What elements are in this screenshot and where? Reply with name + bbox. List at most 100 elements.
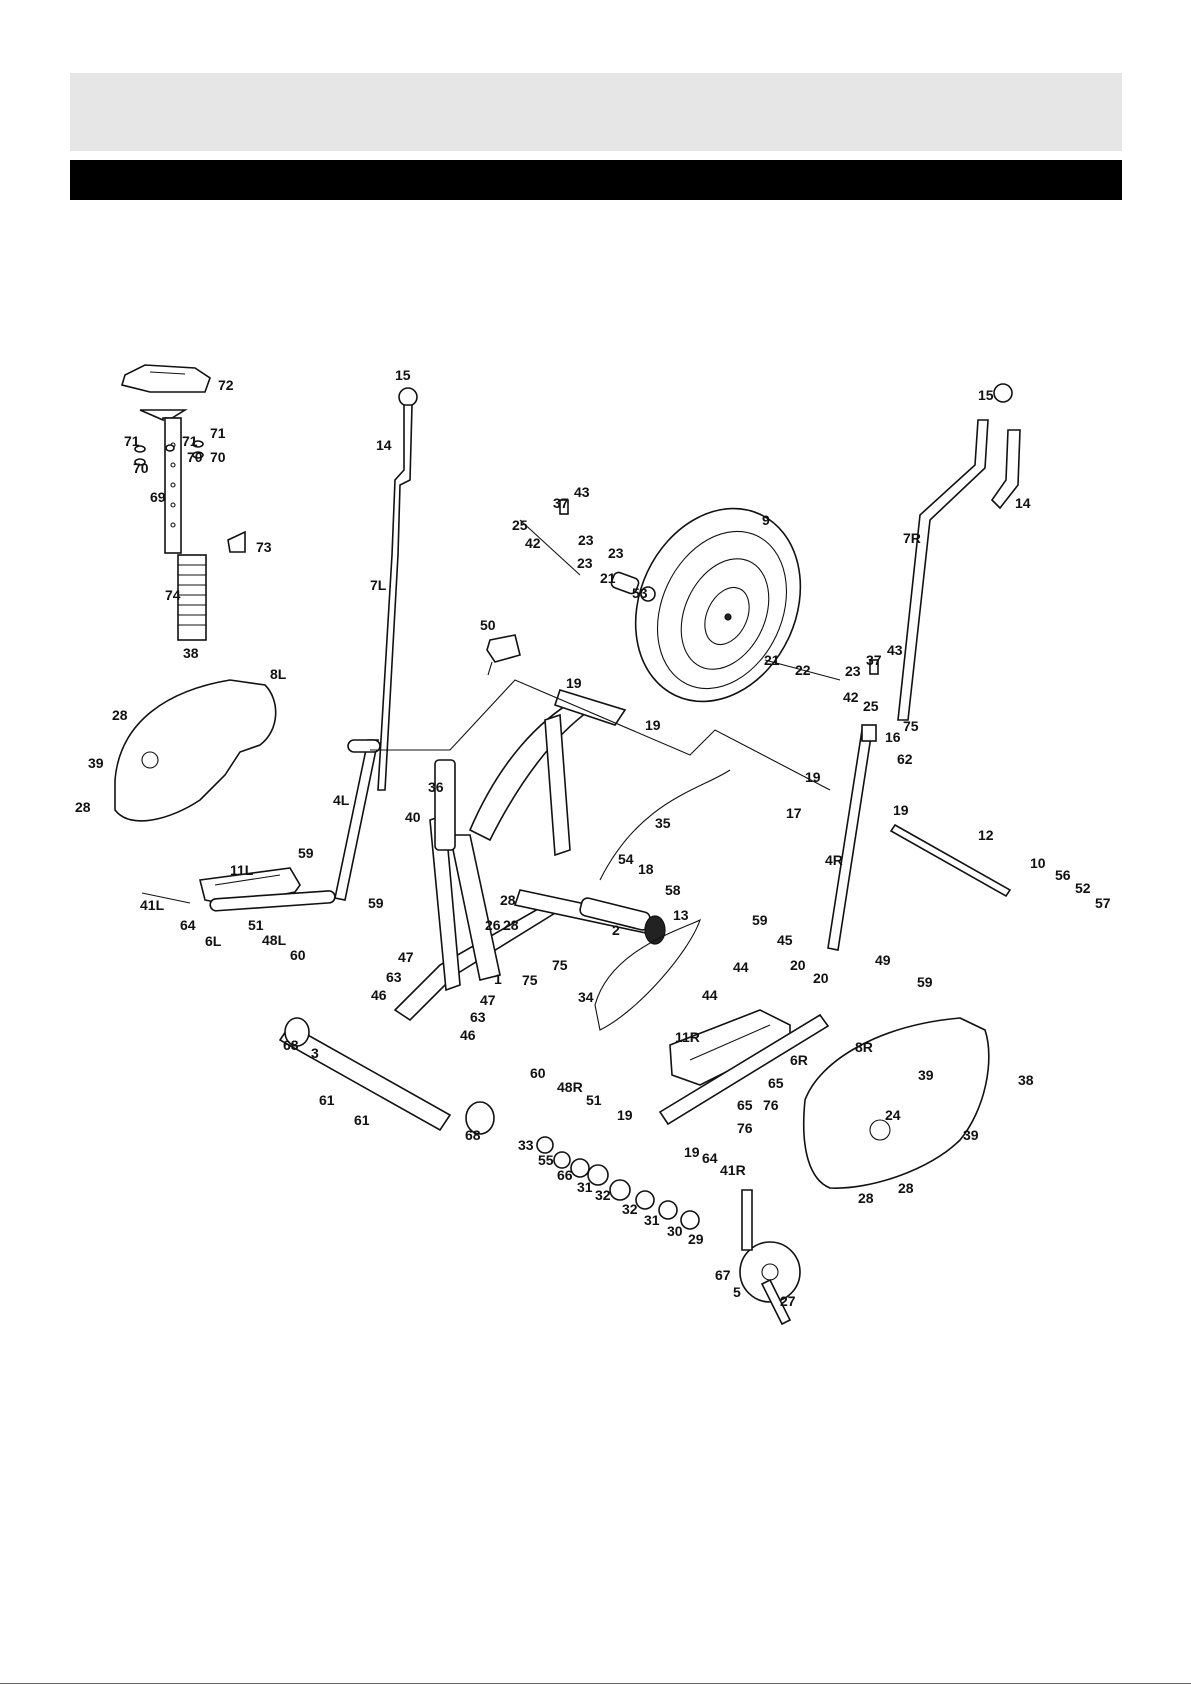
- part-label: 7R: [903, 530, 921, 546]
- part-label: 11L: [230, 862, 254, 878]
- part-label: 59: [298, 845, 314, 861]
- part-label: 39: [963, 1127, 979, 1143]
- part-label: 60: [290, 947, 306, 963]
- part-label: 23: [577, 555, 593, 571]
- part-label: 19: [617, 1107, 633, 1123]
- part-label: 48L: [262, 932, 287, 948]
- part-label: 25: [512, 517, 528, 533]
- part-label: 4L: [333, 792, 350, 808]
- part-label: 32: [595, 1187, 611, 1203]
- part-label: 51: [586, 1092, 602, 1108]
- part-label: 67: [715, 1267, 731, 1283]
- part-label: 72: [218, 377, 234, 393]
- part-label: 6L: [205, 933, 222, 949]
- part-label: 55: [538, 1152, 554, 1168]
- part-label: 51: [248, 917, 264, 933]
- part-label: 23: [578, 532, 594, 548]
- title-bar: [70, 160, 1122, 200]
- part-label: 15: [395, 367, 411, 383]
- part-label: 8R: [855, 1039, 873, 1055]
- part-label: 44: [733, 959, 749, 975]
- part-label: 57: [1095, 895, 1111, 911]
- part-label: 34: [578, 989, 594, 1005]
- part-label: 33: [518, 1137, 534, 1153]
- part-label: 46: [371, 987, 387, 1003]
- part-label: 38: [1018, 1072, 1034, 1088]
- part-label: 73: [256, 539, 272, 555]
- part-label: 43: [574, 484, 590, 500]
- part-label: 61: [319, 1092, 335, 1108]
- part-label: 37: [553, 495, 569, 511]
- part-label: 4R: [825, 852, 843, 868]
- part-label: 37: [866, 652, 882, 668]
- part-label: 76: [737, 1120, 753, 1136]
- part-label: 9: [762, 512, 770, 528]
- part-label: 71: [210, 425, 226, 441]
- rear-stabilizer: [579, 897, 666, 945]
- fan-axle: [519, 499, 879, 681]
- part-label: 12: [978, 827, 994, 843]
- part-label: 50: [480, 617, 496, 633]
- part-label: 68: [283, 1037, 299, 1053]
- part-label: 59: [752, 912, 768, 928]
- part-label: 19: [684, 1144, 700, 1160]
- knob-73: [227, 530, 246, 553]
- part-label: 3: [311, 1045, 319, 1061]
- part-label: 39: [918, 1067, 934, 1083]
- part-label: 42: [525, 535, 541, 551]
- part-label: 28: [503, 917, 519, 933]
- part-label: 21: [764, 652, 780, 668]
- part-label: 23: [845, 663, 861, 679]
- footer-rule: [0, 1683, 1191, 1684]
- part-label: 39: [88, 755, 104, 771]
- part-label: 65: [737, 1097, 753, 1113]
- part-label: 59: [368, 895, 384, 911]
- part-label: 47: [480, 992, 496, 1008]
- part-label: 44: [702, 987, 718, 1003]
- part-label: 19: [645, 717, 661, 733]
- part-label: 18: [638, 861, 654, 877]
- part-label: 28: [500, 892, 516, 908]
- cable: [370, 679, 831, 791]
- part-label: 28: [898, 1180, 914, 1196]
- part-label: 54: [618, 851, 634, 867]
- part-label: 5: [733, 1284, 741, 1300]
- part-label: 11R: [675, 1029, 700, 1045]
- part-label: 63: [470, 1009, 486, 1025]
- part-label: 74: [165, 587, 181, 603]
- part-label: 26: [485, 917, 501, 933]
- part-label: 23: [608, 545, 624, 561]
- part-label: 70: [133, 460, 149, 476]
- part-label: 70: [210, 449, 226, 465]
- computer: [486, 634, 521, 663]
- part-label: 64: [702, 1150, 718, 1166]
- right-arm: [827, 724, 877, 951]
- part-label: 43: [887, 642, 903, 658]
- part-label: 14: [376, 437, 392, 453]
- part-label: 62: [897, 751, 913, 767]
- part-label: 14: [1015, 495, 1031, 511]
- part-label: 17: [786, 805, 802, 821]
- part-label: 65: [768, 1075, 784, 1091]
- part-label: 61: [354, 1112, 370, 1128]
- part-label: 22: [795, 662, 811, 678]
- header-band: [70, 73, 1122, 151]
- shaft-12: [889, 823, 1012, 898]
- part-label: 42: [843, 689, 859, 705]
- part-label: 75: [522, 972, 538, 988]
- part-label: 20: [790, 957, 806, 973]
- part-label: 49: [875, 952, 891, 968]
- part-label: 69: [150, 489, 166, 505]
- part-label: 19: [805, 769, 821, 785]
- bolt-41l: [141, 892, 191, 904]
- part-label: 63: [386, 969, 402, 985]
- part-label: 71: [124, 433, 140, 449]
- part-label: 40: [405, 809, 421, 825]
- part-label: 16: [885, 729, 901, 745]
- part-label: 28: [112, 707, 128, 723]
- part-label: 28: [858, 1190, 874, 1206]
- part-label: 30: [667, 1223, 683, 1239]
- fan-wheel: [634, 507, 802, 703]
